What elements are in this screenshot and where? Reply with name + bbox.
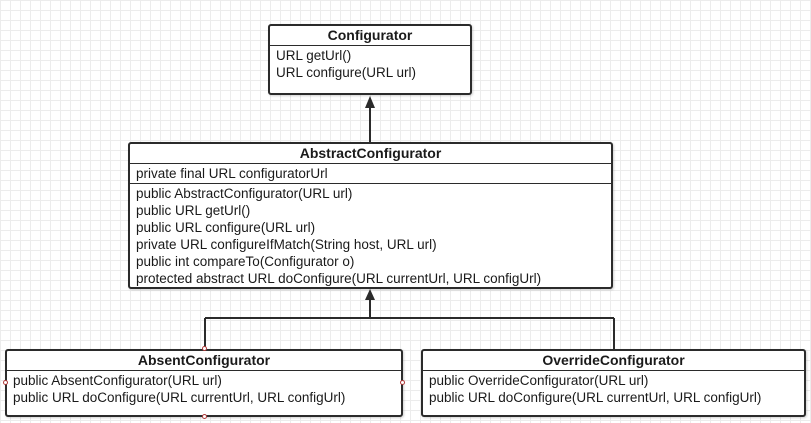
- selection-handle-top[interactable]: [202, 346, 207, 351]
- class-name: AbsentConfigurator: [7, 351, 401, 371]
- method: public URL configure(URL url): [136, 220, 316, 235]
- method: URL configure(URL url): [276, 65, 417, 80]
- method: URL getUrl(): [276, 48, 352, 63]
- methods-section: URL getUrl() URL configure(URL url): [270, 46, 470, 82]
- class-name: Configurator: [270, 26, 470, 46]
- class-name: OverrideConfigurator: [423, 351, 804, 371]
- method: public URL doConfigure(URL currentUrl, U…: [429, 390, 762, 405]
- method: protected abstract URL doConfigure(URL c…: [136, 271, 542, 286]
- inheritance-arrowhead-configurator: [365, 96, 375, 108]
- methods-section: public AbstractConfigurator(URL url) pub…: [130, 183, 611, 287]
- class-absent-configurator[interactable]: AbsentConfigurator public AbsentConfigur…: [5, 349, 403, 417]
- method: public OverrideConfigurator(URL url): [429, 373, 649, 388]
- class-abstract-configurator[interactable]: AbstractConfigurator private final URL c…: [128, 142, 613, 289]
- method: public URL doConfigure(URL currentUrl, U…: [13, 390, 346, 405]
- methods-section: public OverrideConfigurator(URL url) pub…: [423, 371, 804, 407]
- attribute: private final URL configuratorUrl: [136, 166, 328, 181]
- method: private URL configureIfMatch(String host…: [136, 237, 437, 252]
- selection-handle-left[interactable]: [3, 380, 8, 385]
- method: public int compareTo(Configurator o): [136, 254, 355, 269]
- attributes-section: private final URL configuratorUrl: [130, 164, 611, 183]
- inheritance-arrowhead-abstract: [365, 289, 375, 300]
- class-configurator[interactable]: Configurator URL getUrl() URL configure(…: [268, 24, 472, 95]
- method: public URL getUrl(): [136, 203, 251, 218]
- method: public AbstractConfigurator(URL url): [136, 186, 353, 201]
- method: public AbsentConfigurator(URL url): [13, 373, 222, 388]
- methods-section: public AbsentConfigurator(URL url) publi…: [7, 371, 401, 407]
- class-name: AbstractConfigurator: [130, 144, 611, 164]
- selection-handle-right[interactable]: [400, 380, 405, 385]
- class-override-configurator[interactable]: OverrideConfigurator public OverrideConf…: [421, 349, 806, 417]
- selection-handle-bottom[interactable]: [202, 414, 207, 419]
